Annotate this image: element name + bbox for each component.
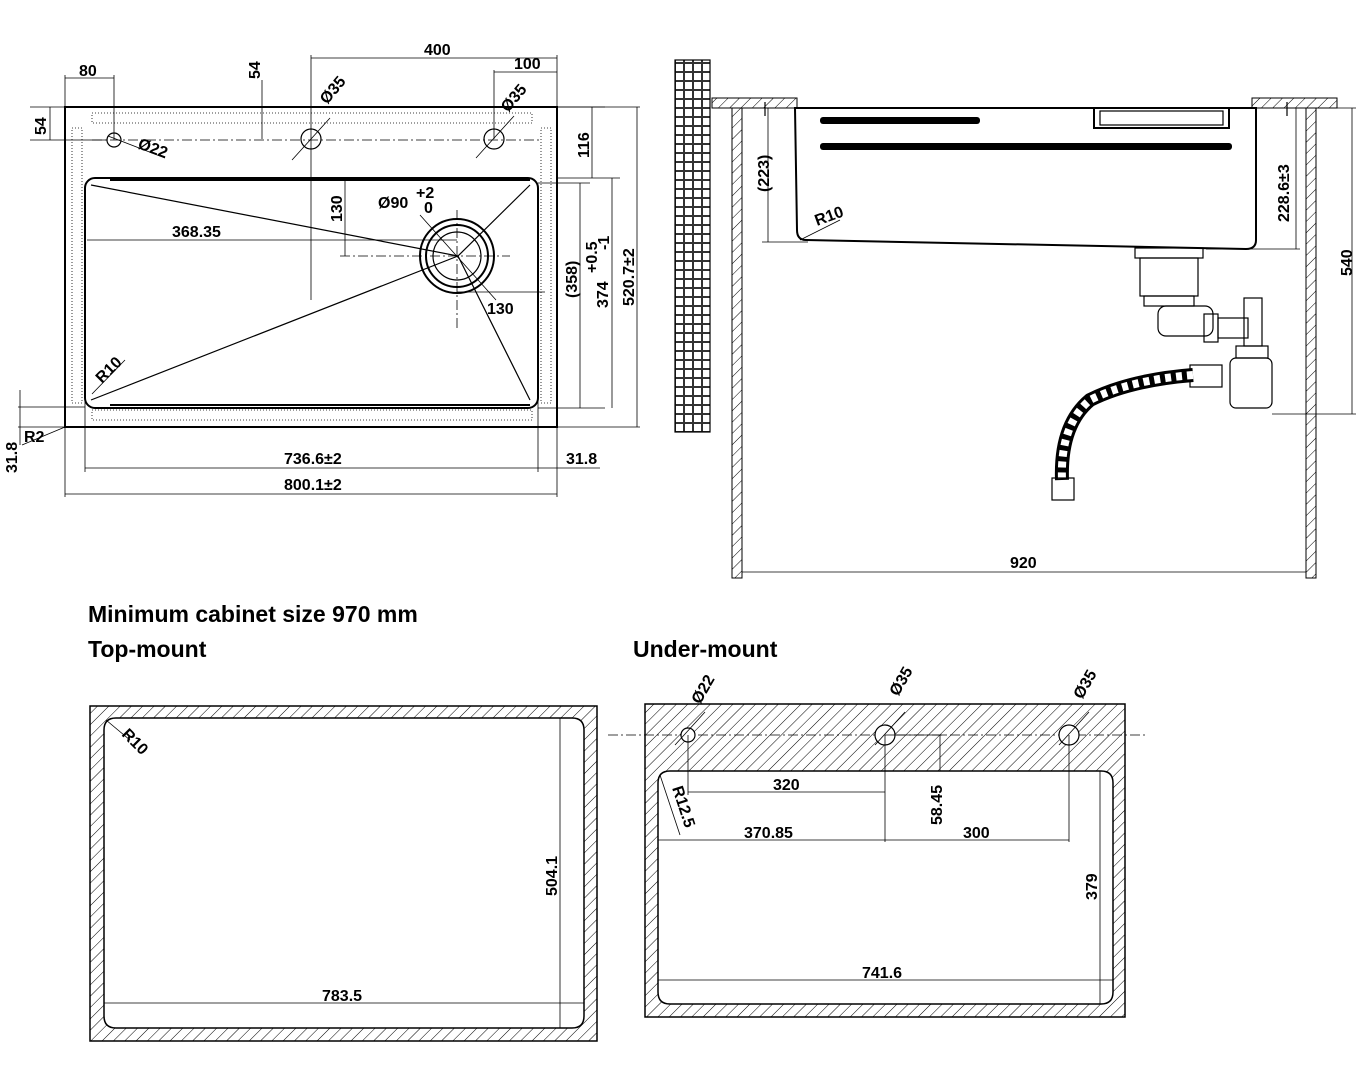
countertop-right	[1251, 97, 1338, 109]
dim-r10: R10	[93, 354, 126, 387]
dim-r2: R2	[24, 429, 45, 446]
dim-r10-topmount: R10	[118, 726, 151, 759]
dim-920: 920	[1010, 555, 1037, 572]
dim-r125: R12.5	[668, 784, 697, 830]
dim-116: 116	[576, 132, 593, 158]
tol-zero: 0	[424, 200, 433, 217]
dim-54-left: 54	[33, 117, 50, 135]
heading-min-cabinet: Minimum cabinet size 970 mm	[88, 601, 418, 627]
dim-31-left: 31.8	[4, 442, 21, 473]
dim-741: 741.6	[862, 965, 902, 982]
dim-300: 300	[963, 825, 990, 842]
dim-800: 800.1±2	[284, 477, 342, 494]
heading-under-mount: Under-mount	[633, 636, 778, 662]
dim-520: 520.7±2	[621, 248, 638, 306]
dim-130-horizontal: 130	[487, 301, 514, 318]
countertop-left	[711, 97, 798, 109]
sink-body-side	[793, 107, 1257, 251]
dim-phi35-under-left: Ø35	[887, 664, 917, 699]
dim-54-top: 54	[247, 61, 264, 79]
dim-phi22-under: Ø22	[689, 672, 719, 707]
dim-223: (223)	[756, 155, 773, 192]
dim-80: 80	[79, 63, 97, 80]
dim-phi35-under-right: Ø35	[1071, 667, 1101, 702]
side-view: (223) R10 228.6±3 540 920	[674, 59, 1356, 579]
dim-783: 783.5	[322, 988, 362, 1005]
dim-400: 400	[424, 42, 451, 59]
dim-31-right: 31.8	[566, 451, 597, 468]
bowl-outline	[84, 177, 539, 409]
dim-100: 100	[514, 56, 541, 73]
dim-phi35-right: Ø35	[498, 81, 531, 115]
dim-phi35-left: Ø35	[317, 73, 350, 107]
dim-r10-side: R10	[813, 204, 846, 230]
dim-374: 374	[595, 281, 612, 308]
dim-phi90: Ø90	[378, 195, 408, 212]
cabinet-left-wall	[731, 107, 743, 579]
top-view: 80 400 100 54 54 Ø35 Ø35 Ø22 116 Ø90 +2 …	[4, 42, 640, 497]
dim-736: 736.6±2	[284, 451, 342, 468]
dim-370: 370.85	[744, 825, 793, 842]
tol-plus2: +2	[416, 185, 434, 202]
tol-374-minus: -1	[596, 236, 613, 250]
dim-58: 58.45	[929, 785, 946, 825]
dim-358: (358)	[564, 261, 581, 298]
dim-368: 368.35	[172, 224, 221, 241]
top-mount-cutout: R10 504.1 783.5	[89, 705, 598, 1042]
wall-tiles	[674, 59, 711, 433]
dim-504: 504.1	[544, 856, 561, 896]
under-mount-cutout: Ø22 Ø35 Ø35 320 R12.5 58.45 370.85 300 3…	[608, 664, 1145, 1018]
cabinet-right-wall	[1305, 107, 1317, 579]
dim-379: 379	[1084, 873, 1101, 900]
dim-320: 320	[773, 777, 800, 794]
tol-374-plus: +0.5	[584, 241, 601, 273]
dim-130-vertical: 130	[329, 195, 346, 222]
dim-228: 228.6±3	[1276, 164, 1293, 222]
dim-540: 540	[1339, 249, 1356, 276]
heading-top-mount: Top-mount	[88, 636, 207, 662]
